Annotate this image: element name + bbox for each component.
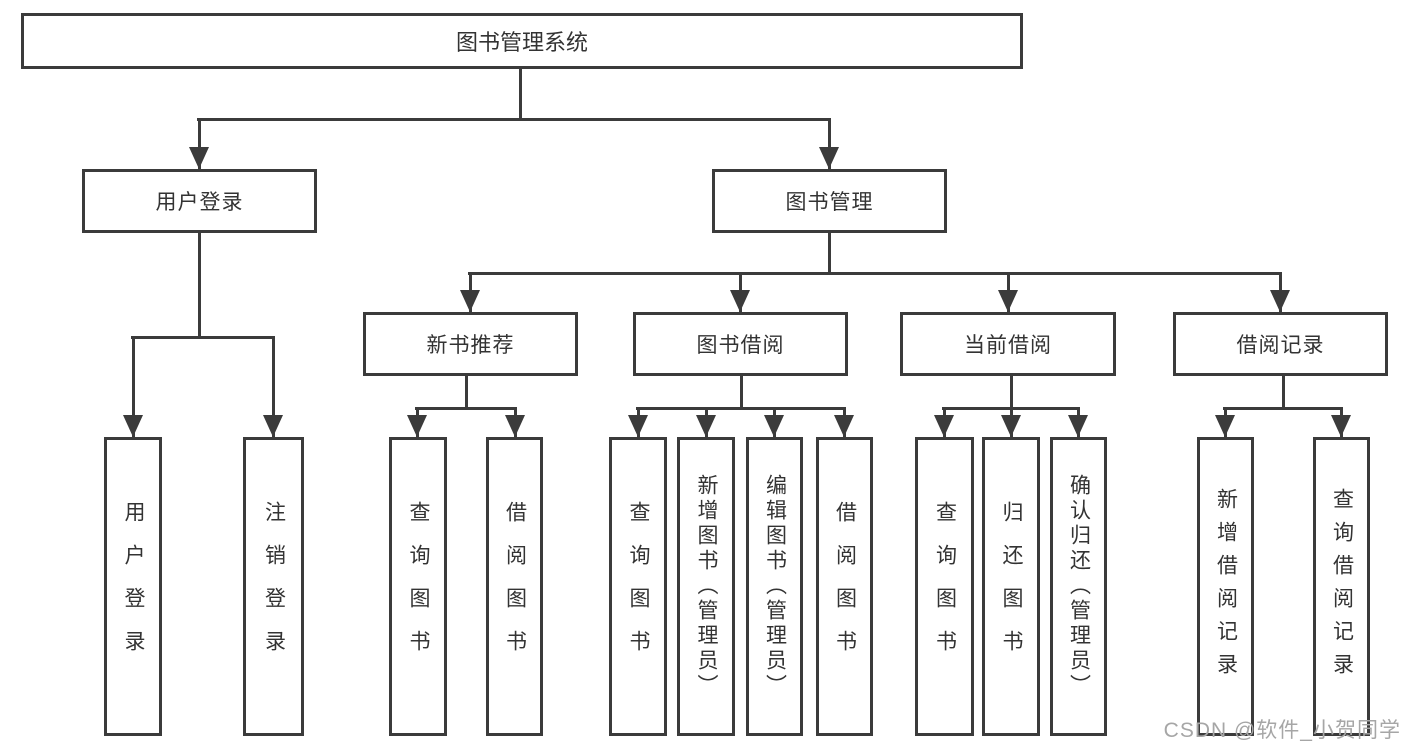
connector-line <box>197 119 201 169</box>
node-new-book-recommend: 新书推荐 <box>363 312 578 376</box>
node-label: 编辑图书（管理员） <box>763 474 787 699</box>
node-label: 新书推荐 <box>426 334 515 357</box>
arrow-down-icon <box>819 147 839 169</box>
arrow-down-icon <box>1068 415 1088 437</box>
leaf-user-login: 用户登录 <box>104 437 162 736</box>
arrow-down-icon <box>505 415 525 437</box>
node-user-login: 用户登录 <box>82 169 317 233</box>
connector-line <box>636 406 846 410</box>
arrow-down-icon <box>764 415 784 437</box>
node-label: 注销登录 <box>262 500 286 673</box>
node-label: 图书借阅 <box>696 334 785 357</box>
leaf-query-books-1: 查询图书 <box>389 437 447 736</box>
arrow-down-icon <box>1001 415 1021 437</box>
connector-line <box>1281 376 1285 409</box>
node-label: 查询借阅记录 <box>1330 487 1354 686</box>
connector-line <box>827 233 831 274</box>
watermark-text: CSDN @软件_小贺同学 <box>1163 719 1401 742</box>
leaf-edit-book-admin: 编辑图书（管理员） <box>746 437 803 736</box>
connector-line <box>739 376 743 409</box>
node-label: 归还图书 <box>1000 500 1023 673</box>
connector-line <box>1009 376 1013 409</box>
node-label: 用户登录 <box>122 500 145 673</box>
arrow-down-icon <box>1331 415 1351 437</box>
node-label: 查询图书 <box>407 500 430 673</box>
arrow-down-icon <box>1270 290 1290 312</box>
node-borrow-records: 借阅记录 <box>1173 312 1388 376</box>
arrow-down-icon <box>998 290 1018 312</box>
node-label: 查询图书 <box>933 500 957 673</box>
leaf-return-book: 归还图书 <box>982 437 1040 736</box>
arrow-down-icon <box>696 415 716 437</box>
leaf-add-book-admin: 新增图书（管理员） <box>677 437 735 736</box>
leaf-query-books-3: 查询图书 <box>915 437 974 736</box>
arrow-down-icon <box>834 415 854 437</box>
connector-line <box>131 335 275 339</box>
arrow-down-icon <box>123 415 143 437</box>
leaf-logout: 注销登录 <box>243 437 304 736</box>
connector-line <box>942 406 1080 410</box>
node-label: 确认归还（管理员） <box>1067 474 1091 699</box>
node-label: 查询图书 <box>627 500 650 673</box>
leaf-confirm-return-admin: 确认归还（管理员） <box>1050 437 1107 736</box>
connector-line <box>131 336 135 437</box>
leaf-query-borrow-record: 查询借阅记录 <box>1313 437 1370 736</box>
node-label: 图书管理 <box>785 191 874 214</box>
arrow-down-icon <box>1215 415 1235 437</box>
leaf-add-borrow-record: 新增借阅记录 <box>1197 437 1254 736</box>
node-label: 当前借阅 <box>964 334 1052 357</box>
node-label: 图书管理系统 <box>455 30 588 55</box>
connector-line <box>271 336 275 437</box>
node-label: 借阅图书 <box>833 500 857 673</box>
arrow-down-icon <box>934 415 954 437</box>
node-book-borrow: 图书借阅 <box>633 312 848 376</box>
connector-line <box>415 406 517 410</box>
leaf-borrow-books-2: 借阅图书 <box>816 437 873 736</box>
leaf-borrow-books-1: 借阅图书 <box>486 437 543 736</box>
connector-line <box>827 119 831 169</box>
arrow-down-icon <box>628 415 648 437</box>
node-label: 借阅记录 <box>1236 334 1325 357</box>
connector-line <box>1223 406 1343 410</box>
arrow-down-icon <box>189 147 209 169</box>
node-label: 用户登录 <box>155 191 244 214</box>
node-label: 借阅图书 <box>503 500 527 673</box>
connector-line <box>518 69 522 121</box>
connector-line <box>464 376 468 409</box>
connector-line <box>468 271 1282 275</box>
arrow-down-icon <box>730 290 750 312</box>
leaf-query-books-2: 查询图书 <box>609 437 667 736</box>
connector-line <box>197 233 201 338</box>
connector-line <box>197 117 831 121</box>
arrow-down-icon <box>407 415 427 437</box>
node-book-management: 图书管理 <box>712 169 947 233</box>
node-current-borrow: 当前借阅 <box>900 312 1116 376</box>
node-root: 图书管理系统 <box>21 13 1023 69</box>
node-label: 新增借阅记录 <box>1214 487 1238 686</box>
arrow-down-icon <box>263 415 283 437</box>
arrow-down-icon <box>460 290 480 312</box>
node-label: 新增图书（管理员） <box>695 474 718 699</box>
